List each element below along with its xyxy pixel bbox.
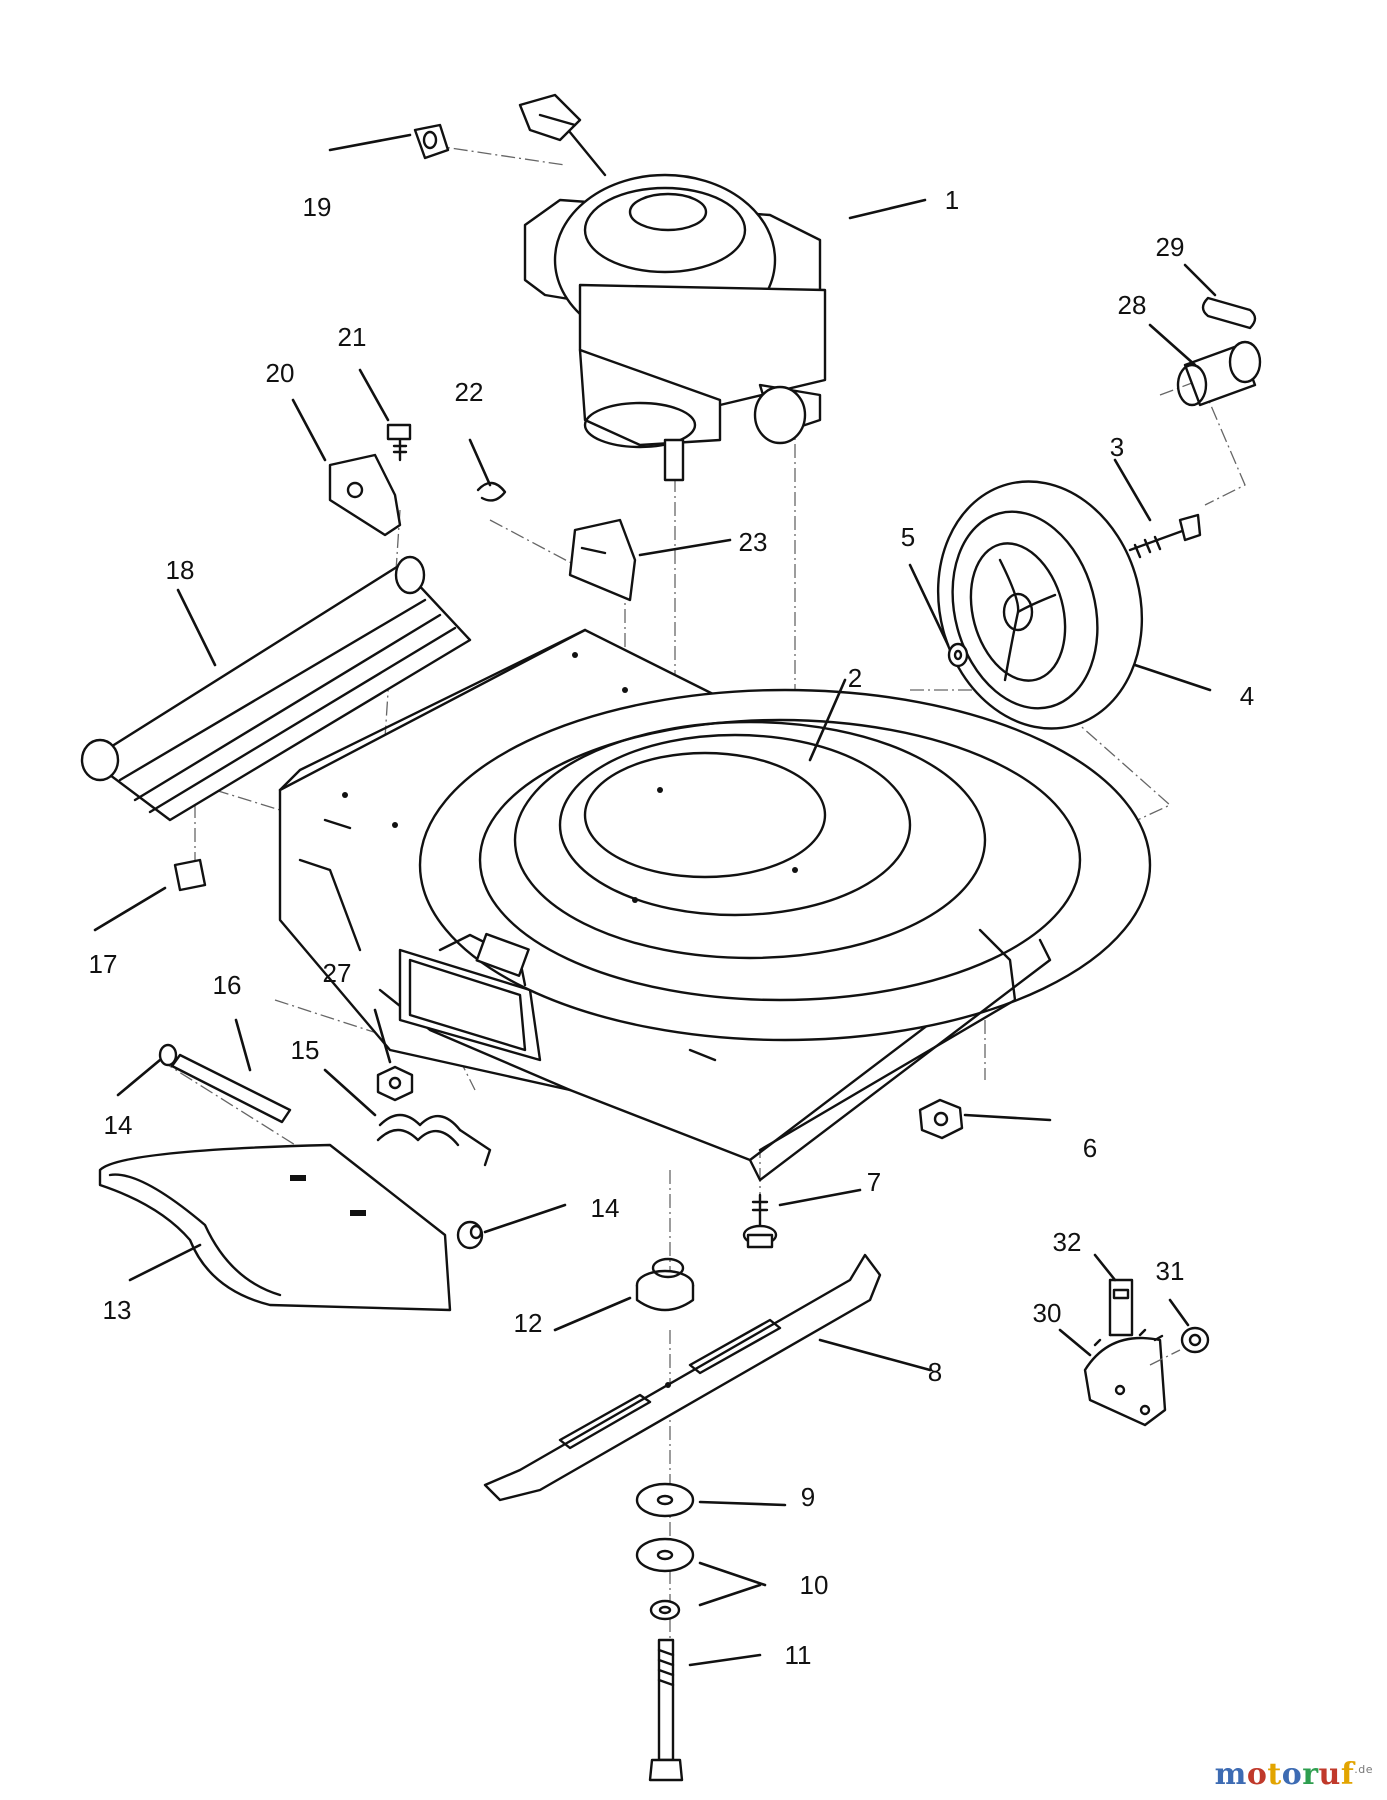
part-9-washer-a	[635, 1482, 695, 1518]
part-8-blade	[483, 1253, 882, 1502]
watermark-letter: m	[1214, 1757, 1247, 1792]
callout-13: 13	[102, 1295, 132, 1325]
callout-31: 31	[1155, 1256, 1185, 1286]
part-20-bracket	[328, 453, 402, 537]
part-4-wheel	[936, 480, 1144, 730]
callout-32: 32	[1052, 1227, 1082, 1257]
motoruf-watermark: motoruf.de	[1215, 1757, 1373, 1792]
engine	[518, 93, 827, 482]
watermark-suffix: .de	[1354, 1763, 1373, 1776]
callout-3: 3	[1109, 432, 1125, 462]
callout-28: 28	[1117, 290, 1147, 320]
callout-17: 17	[88, 949, 118, 979]
part-14-spacer-b	[456, 1220, 484, 1250]
part-18-channel	[80, 555, 472, 822]
part-3-bolt	[1128, 513, 1202, 559]
part-28-bushing	[1176, 340, 1262, 407]
part-6-nut	[918, 1098, 964, 1140]
watermark-letter: r	[1302, 1757, 1319, 1792]
callout-14a: 14	[103, 1110, 133, 1140]
callout-15: 15	[290, 1035, 320, 1065]
part-13-discharge-shield	[98, 1143, 452, 1312]
callout-12: 12	[513, 1308, 543, 1338]
watermark-letter: f	[1340, 1757, 1355, 1792]
part-14-spacer-a	[158, 1043, 178, 1067]
callout-22: 22	[454, 377, 484, 407]
callout-2: 2	[847, 663, 863, 693]
callout-16: 16	[212, 970, 242, 1000]
callout-18: 18	[165, 555, 195, 585]
part-27-nut	[376, 1065, 414, 1102]
callout-21: 21	[337, 322, 367, 352]
callout-4: 4	[1239, 681, 1255, 711]
part-17-clip	[173, 858, 207, 892]
callout-20: 20	[265, 358, 295, 388]
part-16-rod	[170, 1053, 292, 1124]
part-15-spring	[376, 1113, 492, 1167]
part-19-clip	[413, 123, 450, 160]
part-30-adjuster-plate	[1083, 1326, 1167, 1427]
part-11-bolt	[648, 1638, 684, 1782]
callout-7: 7	[866, 1167, 882, 1197]
callout-27: 27	[322, 958, 352, 988]
part-7-bolt	[742, 1193, 778, 1249]
mower-deck	[278, 628, 1152, 1182]
watermark-letter: t	[1267, 1757, 1282, 1792]
callout-30: 30	[1032, 1298, 1062, 1328]
watermark-letter: o	[1281, 1757, 1303, 1792]
callout-14b: 14	[590, 1193, 620, 1223]
leader-lines	[93, 133, 1217, 1667]
part-21-bolt	[386, 423, 412, 462]
callout-9: 9	[800, 1482, 816, 1512]
callout-10: 10	[799, 1570, 829, 1600]
callout-1: 1	[944, 185, 960, 215]
callout-11: 11	[784, 1640, 812, 1670]
callout-6: 6	[1082, 1133, 1098, 1163]
watermark-letter: o	[1246, 1757, 1268, 1792]
callout-5: 5	[900, 522, 916, 552]
part-10-lockwasher	[649, 1599, 681, 1621]
callout-8: 8	[927, 1357, 943, 1387]
callout-19: 19	[302, 192, 332, 222]
part-5-washer	[947, 642, 969, 668]
watermark-letter: u	[1318, 1757, 1341, 1792]
part-23-bracket	[568, 518, 637, 602]
part-31-nut	[1149, 1326, 1210, 1366]
callout-23: 23	[738, 527, 768, 557]
part-22-pin	[476, 481, 507, 502]
callout-29: 29	[1155, 232, 1185, 262]
part-29-pin	[1201, 296, 1257, 330]
part-12-adapter	[635, 1257, 695, 1312]
part-32-tab	[1108, 1278, 1134, 1337]
part-9-washer-b	[635, 1537, 695, 1573]
